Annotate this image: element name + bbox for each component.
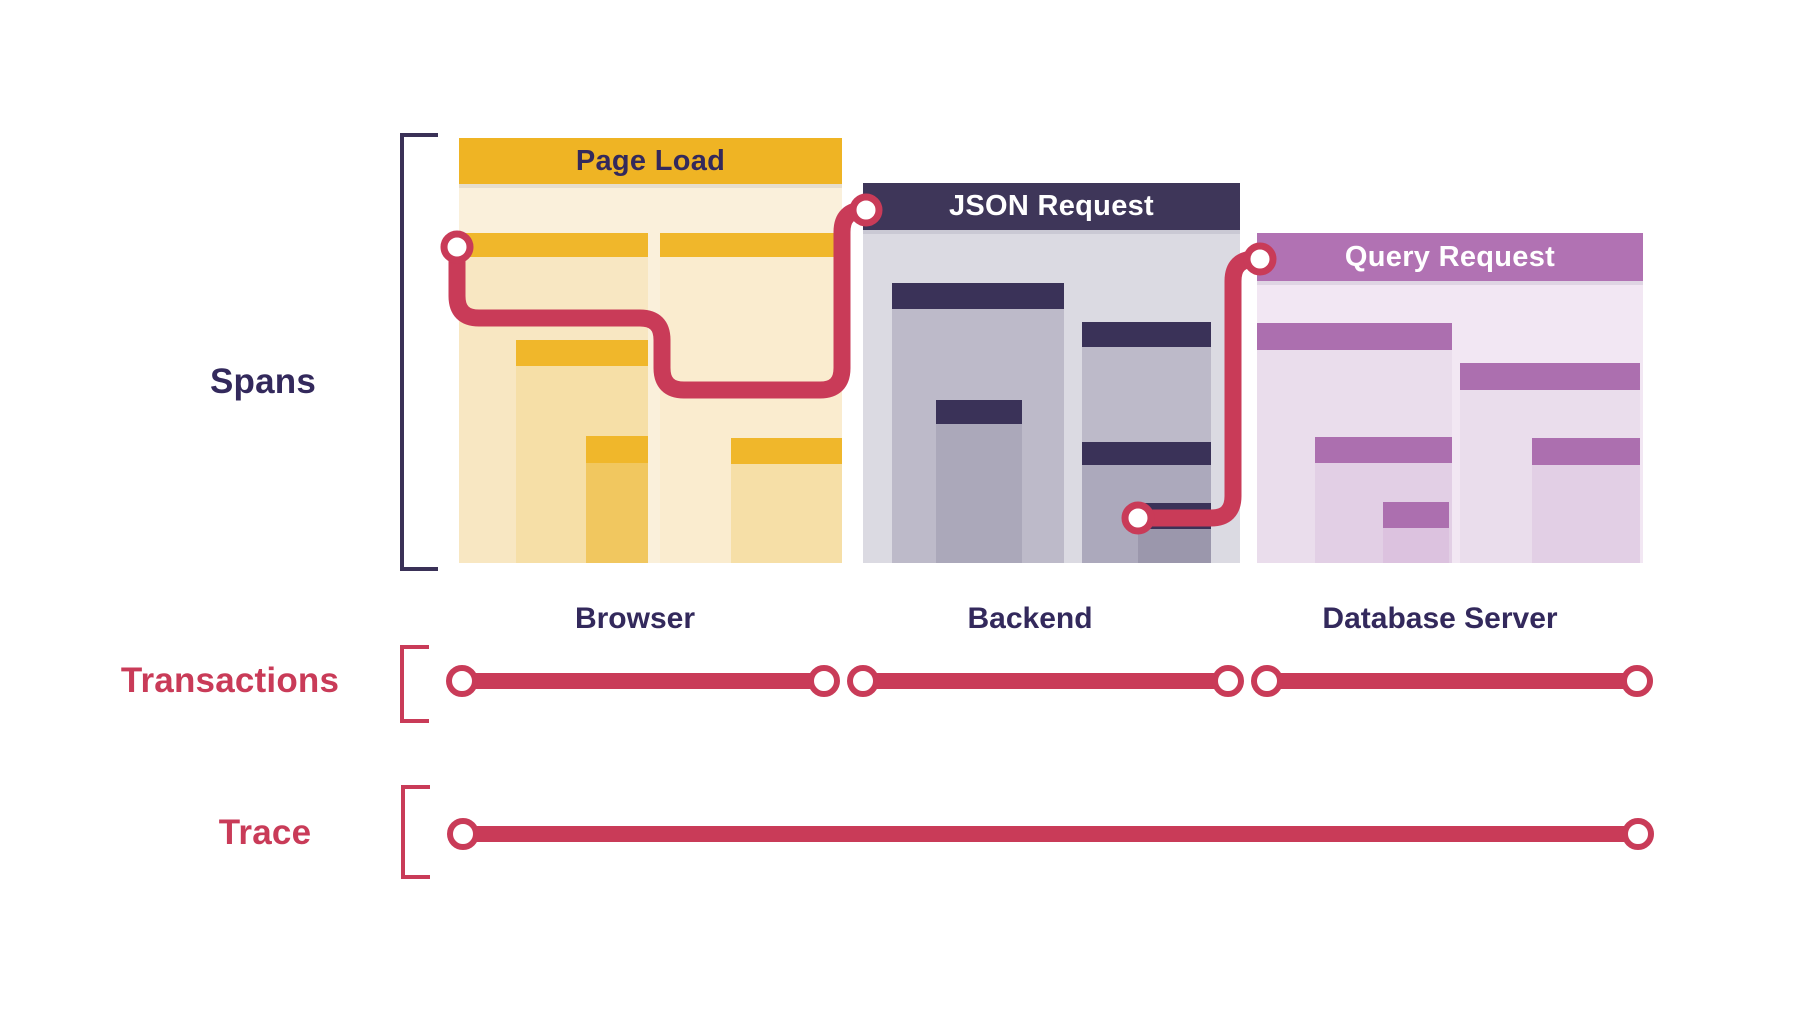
span-header (892, 283, 1064, 309)
spans-label: Spans (209, 362, 317, 401)
span-box (586, 436, 648, 563)
span-header (1138, 503, 1211, 529)
span-box (1383, 502, 1449, 563)
caption-json-request: Backend (967, 602, 1093, 635)
span-header (1315, 437, 1452, 463)
transaction-endpoint-node (847, 665, 879, 697)
panel-title-query-request: Query Request (1257, 233, 1643, 281)
spans-bracket (400, 133, 438, 571)
panel-query-request: Query Request (1257, 233, 1643, 563)
span-box (936, 400, 1022, 563)
span-header (459, 233, 648, 257)
trace-endpoint-node (447, 818, 479, 850)
span-body (586, 463, 648, 563)
caption-query-request: Database Server (1322, 602, 1558, 635)
span-body (936, 424, 1022, 563)
span-header (586, 436, 648, 463)
span-body (1383, 528, 1449, 563)
span-box (1532, 438, 1640, 563)
span-body (1138, 529, 1211, 563)
transaction-endpoint-node (808, 665, 840, 697)
transaction-endpoint-node (1251, 665, 1283, 697)
span-header (660, 233, 842, 257)
span-header (1383, 502, 1449, 528)
trace-bracket (401, 785, 430, 879)
transaction-endpoint-node (1212, 665, 1244, 697)
trace-label: Trace (218, 813, 312, 852)
span-header (1257, 323, 1452, 350)
span-header (1460, 363, 1640, 390)
transaction-endpoint-node (1621, 665, 1653, 697)
span-header (1532, 438, 1640, 465)
panel-json-request: JSON Request (863, 183, 1240, 563)
span-header (1082, 322, 1211, 347)
span-header (731, 438, 842, 464)
panel-page-load: Page Load (459, 138, 842, 563)
transactions-bracket (400, 645, 429, 723)
transaction-endpoint-node (446, 665, 478, 697)
span-header (1082, 442, 1211, 465)
panel-title-page-load: Page Load (459, 138, 842, 184)
trace-endpoint-node (1622, 818, 1654, 850)
caption-page-load: Browser (574, 602, 696, 635)
span-header (516, 340, 648, 366)
span-header (936, 400, 1022, 424)
span-box (731, 438, 842, 563)
span-box (1138, 503, 1211, 563)
panel-title-json-request: JSON Request (863, 183, 1240, 230)
span-body (1532, 465, 1640, 563)
transactions-label: Transactions (120, 661, 340, 700)
span-body (731, 464, 842, 563)
